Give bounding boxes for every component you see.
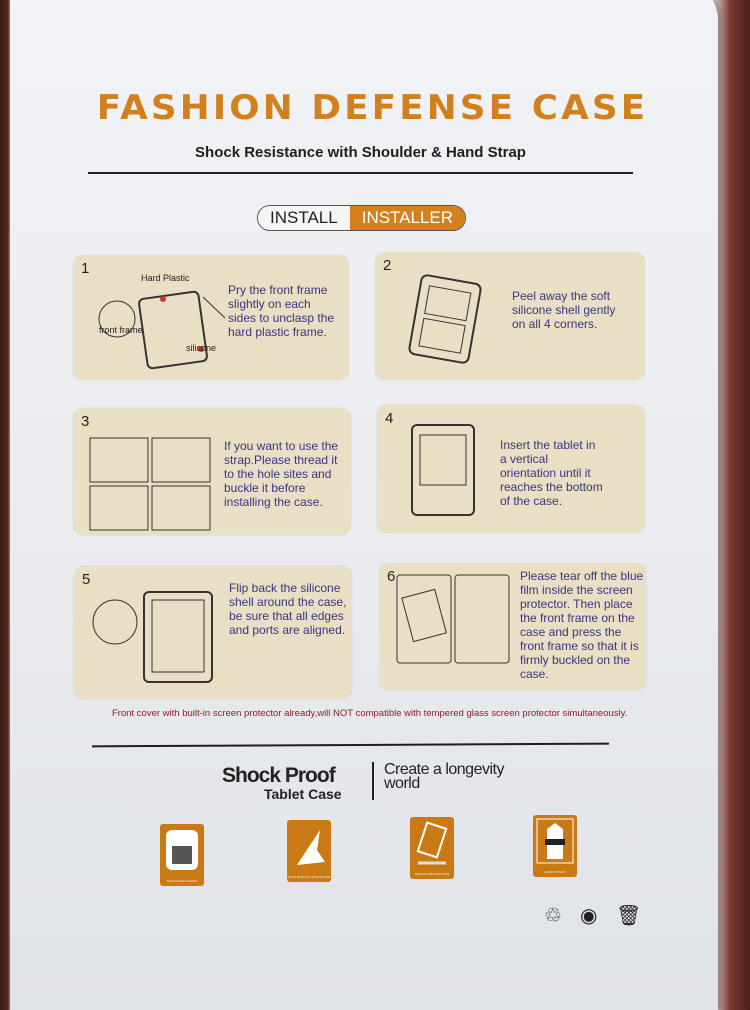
pry-frame-illustration xyxy=(98,290,225,370)
brand-shock-proof: Shock Proof xyxy=(222,764,336,787)
step-text: Insert the tablet in a vertical orientat… xyxy=(500,438,603,508)
step-number: 1 xyxy=(81,260,90,277)
tear-film-illustration xyxy=(396,574,510,664)
label-front-frame: front frame xyxy=(99,325,143,335)
step-number: 3 xyxy=(81,413,90,430)
step-2-panel: 2 Peel away the soft silicone shell gent… xyxy=(375,252,645,380)
shock-protection-icon: SHOCK PROTECTION xyxy=(410,817,454,879)
label-hard-plastic: Hard Plastic xyxy=(141,273,190,283)
step-text: Flip back the silicone shell around the … xyxy=(229,581,347,637)
recycle-icon: ♲ xyxy=(544,905,562,927)
brand-slogan: Create a longevity world xyxy=(384,761,504,792)
green-dot-icon: ◉ xyxy=(580,905,598,927)
step-number: 2 xyxy=(383,257,392,274)
flip-shell-illustration xyxy=(92,591,213,683)
step-1-panel: 1 Hard Plastic front frame silicone Pry … xyxy=(73,255,349,380)
step-number: 5 xyxy=(82,571,91,588)
brand-separator xyxy=(372,762,374,800)
step-text: Peel away the soft silicone shell gently… xyxy=(512,289,616,331)
subtitle: Shock Resistance with Shoulder & Hand St… xyxy=(195,144,526,161)
step-text: Pry the front frame slightly on each sid… xyxy=(228,283,335,339)
install-label: INSTALL xyxy=(258,206,350,230)
page-title: FASHION DEFENSE CASE xyxy=(96,88,649,128)
tidyman-disposal-icon: 🗑 xyxy=(616,905,642,927)
peel-shell-illustration xyxy=(408,274,482,364)
label-silicone: silicone xyxy=(186,343,217,353)
compatibility-note: Front cover with built-in screen protect… xyxy=(112,708,628,719)
step-3-panel: 3 If you want to use the strap.Please th… xyxy=(73,408,351,535)
step-5-panel: 5 Flip back the silicone shell around th… xyxy=(74,566,352,699)
insert-tablet-illustration xyxy=(411,424,475,516)
strap-thread-illustration xyxy=(89,437,211,531)
installer-label: INSTALLER xyxy=(349,206,466,230)
divider xyxy=(88,172,633,174)
step-text: If you want to use the strap.Please thre… xyxy=(224,439,339,509)
hand-strap-icon: HAND STRAP xyxy=(533,815,577,877)
step-number: 4 xyxy=(385,410,394,427)
install-toggle: INSTALL INSTALLER xyxy=(257,205,467,231)
step-text: Please tear off the blue film inside the… xyxy=(520,569,644,681)
step-number: 6 xyxy=(387,568,396,585)
step-4-panel: 4 Insert the tablet in a vertical orient… xyxy=(377,405,645,533)
kickstand-icon: WITH BUILT-IN KICKSTAND xyxy=(287,820,331,882)
step-6-panel: 6 Please tear off the blue film inside t… xyxy=(379,563,646,690)
shoulder-strap-icon: SHOULDER STRAP xyxy=(160,824,204,886)
brand-tablet-case: Tablet Case xyxy=(264,786,342,802)
